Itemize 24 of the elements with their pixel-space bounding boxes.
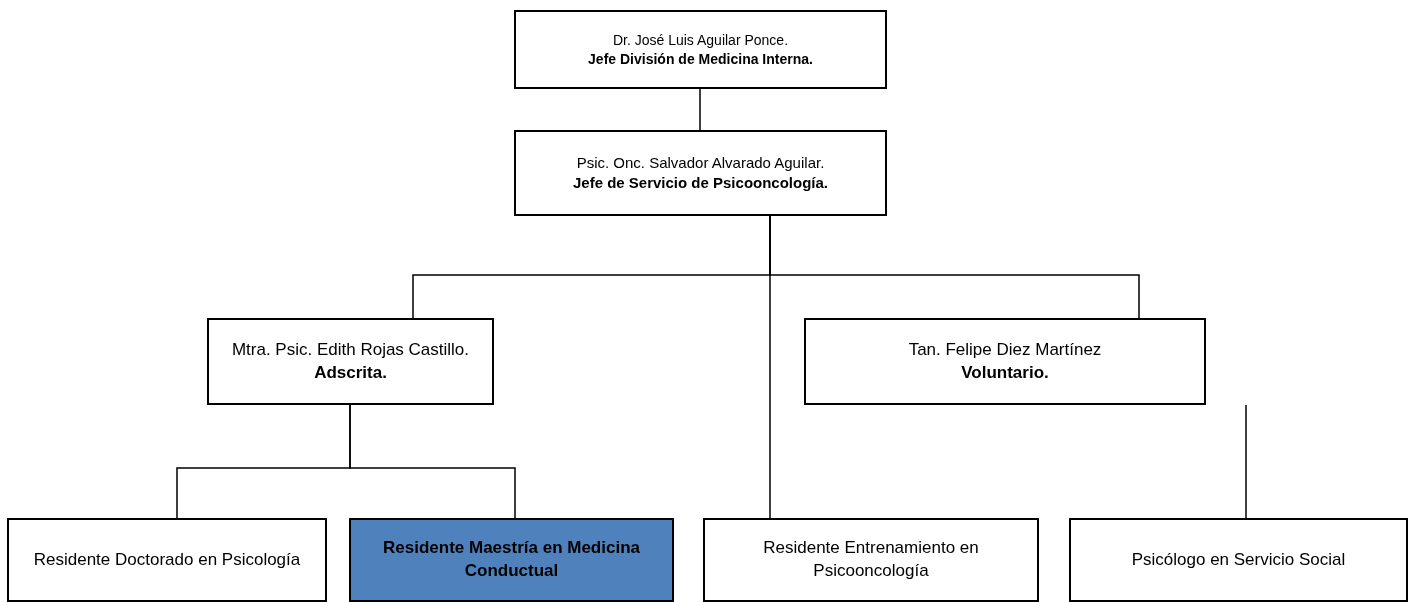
person-name: Tan. Felipe Diez Martínez: [908, 338, 1102, 361]
org-box: [703, 518, 1039, 602]
connector-line: [1245, 404, 1247, 519]
org-box: [514, 130, 887, 216]
position-title: Residente Maestría en Medicina Conductual: [382, 537, 641, 582]
org-box: [804, 318, 1206, 405]
role-title: Voluntario.: [961, 361, 1049, 384]
org-box: [514, 10, 887, 89]
org-box: [1069, 518, 1408, 602]
person-name: Dr. José Luis Aguilar Ponce.: [612, 30, 789, 50]
org-box: [7, 518, 327, 602]
connector-line: [769, 215, 771, 519]
role-title: Jefe de Servicio de Psicooncología.: [572, 173, 829, 193]
connector-line: [349, 404, 516, 519]
role-title: Jefe División de Medicina Interna.: [588, 49, 813, 69]
person-name: Mtra. Psic. Edith Rojas Castillo.: [231, 338, 470, 361]
person-name: Psic. Onc. Salvador Alvarado Aguilar.: [576, 152, 825, 173]
connector-line: [699, 88, 701, 131]
position-title: Residente Entrenamiento en Psicooncología: [762, 537, 980, 582]
role-title: Adscrita.: [314, 361, 387, 384]
org-box: [349, 518, 674, 602]
position-title: Psicólogo en Servicio Social: [1131, 548, 1346, 571]
org-box: [207, 318, 494, 405]
position-title: Residente Doctorado en Psicología: [33, 548, 301, 571]
